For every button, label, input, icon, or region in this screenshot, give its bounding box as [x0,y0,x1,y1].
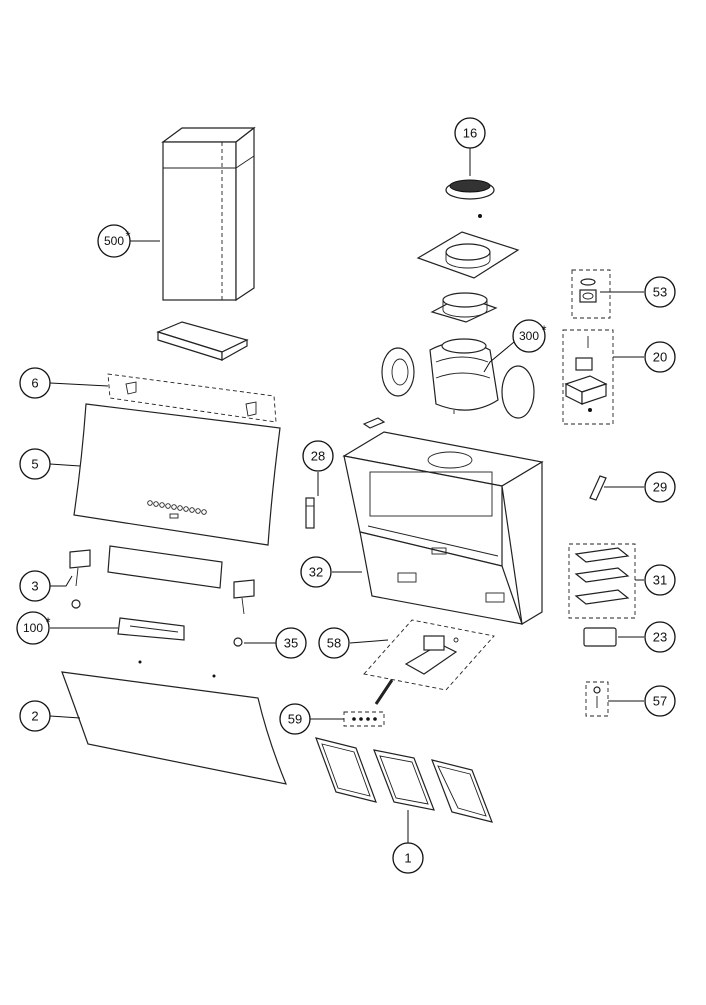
part-31-group [568,543,636,619]
part-grease-filters [315,737,493,823]
callout-100: 100 * [16,611,51,645]
part-28-strip [305,497,315,529]
part-hinge-right [233,579,255,615]
callout-29: 29 [644,471,676,503]
part-58-group [363,619,495,691]
part-chimney-duct [161,126,256,302]
part-round-filter [445,179,495,218]
callout-28: 28 [302,440,334,472]
svg-text:500: 500 [104,234,124,248]
part-35-knob [233,637,243,647]
part-29-strip [589,475,607,501]
svg-text:29: 29 [653,480,667,495]
leader-lines [49,148,644,844]
svg-text:53: 53 [653,285,667,300]
part-57-screw [585,681,609,717]
callout-1: 1 [392,842,424,874]
svg-text:31: 31 [653,573,667,588]
callout-500: 500 * [97,224,131,258]
callout-300: 300 * [512,319,547,353]
callout-53: 53 [644,276,676,308]
svg-text:6: 6 [31,376,38,391]
star-100: * [45,615,50,630]
part-collar-ring [430,292,498,323]
callout-31: 31 [644,564,676,596]
part-53-group [571,269,611,319]
svg-text:3: 3 [31,579,38,594]
callout-6: 6 [19,367,51,399]
part-inner-plate [107,545,223,589]
callout-23: 23 [644,621,676,653]
callout-20: 20 [644,341,676,373]
callout-32: 32 [300,556,332,588]
part-front-glass [73,403,281,546]
part-lower-glass [61,660,287,785]
star-500: * [125,229,130,244]
svg-text:2: 2 [31,709,38,724]
svg-text:23: 23 [653,630,667,645]
callout-5: 5 [19,448,51,480]
part-blower-motor [381,338,535,419]
svg-text:1: 1 [404,851,411,866]
svg-text:58: 58 [327,636,341,651]
part-top-flange [416,231,520,279]
part-chimney-bracket [156,321,249,362]
svg-text:57: 57 [653,694,667,709]
part-rod [374,679,394,705]
svg-text:16: 16 [463,126,477,141]
svg-text:35: 35 [284,636,298,651]
part-mounting-strip [107,373,277,423]
part-small-plate [362,417,386,429]
part-control-board [117,617,185,641]
svg-text:5: 5 [31,457,38,472]
svg-text:20: 20 [653,350,667,365]
svg-text:59: 59 [288,712,302,727]
callout-59: 59 [279,703,311,735]
control-buttons-row [147,500,207,519]
svg-text:28: 28 [311,449,325,464]
part-hinge-left [69,549,91,609]
part-hood-casing [342,431,544,625]
callout-35: 35 [275,627,307,659]
star-300: * [541,323,546,338]
callout-57: 57 [644,685,676,717]
part-20-group [562,329,614,425]
part-23-box [583,627,617,647]
svg-text:300: 300 [519,329,539,343]
callout-58: 58 [318,627,350,659]
callout-3: 3 [19,570,51,602]
part-59-screws [343,711,385,727]
callout-16: 16 [454,117,486,149]
svg-text:100: 100 [23,621,43,635]
callout-2: 2 [19,700,51,732]
svg-text:32: 32 [309,565,323,580]
